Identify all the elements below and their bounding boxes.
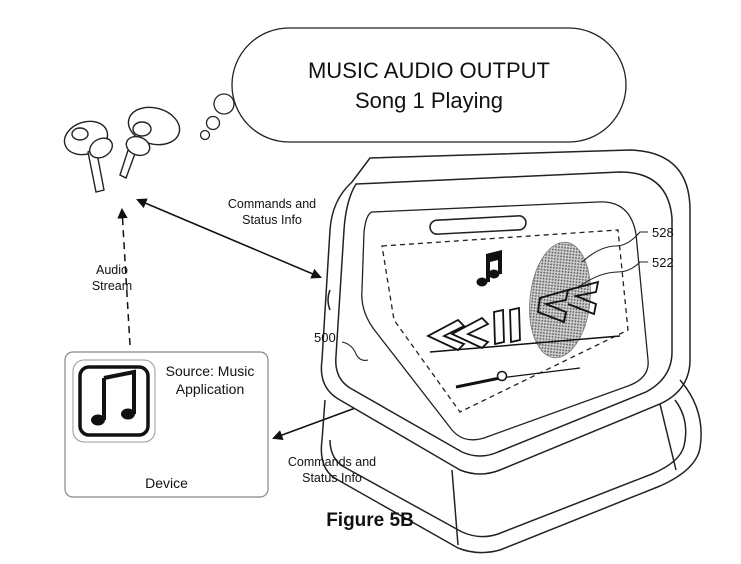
reference-leaders [341, 231, 648, 361]
audio-label-2: Stream [91, 279, 133, 293]
audio-label-1: Audio [96, 263, 128, 277]
pause-icon [493, 306, 521, 346]
fast-forward-icon [537, 280, 600, 324]
ref-528: 528 [652, 225, 674, 240]
rewind-icon [425, 316, 490, 352]
arrow-bottom-label-1: Commands and [287, 455, 377, 469]
ref-500: 500 [314, 330, 336, 345]
playback-line [429, 335, 621, 353]
arrow-bottom-label-2: Status Info [302, 471, 362, 485]
bubble-title: MUSIC AUDIO OUTPUT [307, 58, 550, 83]
music-app-icon [72, 359, 156, 443]
earbuds-icon [63, 106, 181, 193]
bubble-subtitle: Song 1 Playing [355, 88, 503, 113]
ref-522: 522 [652, 255, 674, 270]
figure-caption: Figure 5B [326, 510, 414, 531]
device-label: Device [145, 475, 188, 491]
arrow-commands-top [136, 198, 322, 279]
music-note-icon [476, 250, 502, 287]
progress-slider [455, 367, 581, 389]
device-source-line2: Application [175, 381, 245, 397]
arrow-top-label-1: Commands and [227, 197, 317, 211]
arrow-top-label-2: Status Info [242, 213, 302, 227]
arrow-audio-stream [117, 207, 131, 346]
device-source-line1: Source: Music [165, 363, 255, 379]
thought-bubble [199, 27, 627, 143]
touch-region [529, 241, 591, 359]
